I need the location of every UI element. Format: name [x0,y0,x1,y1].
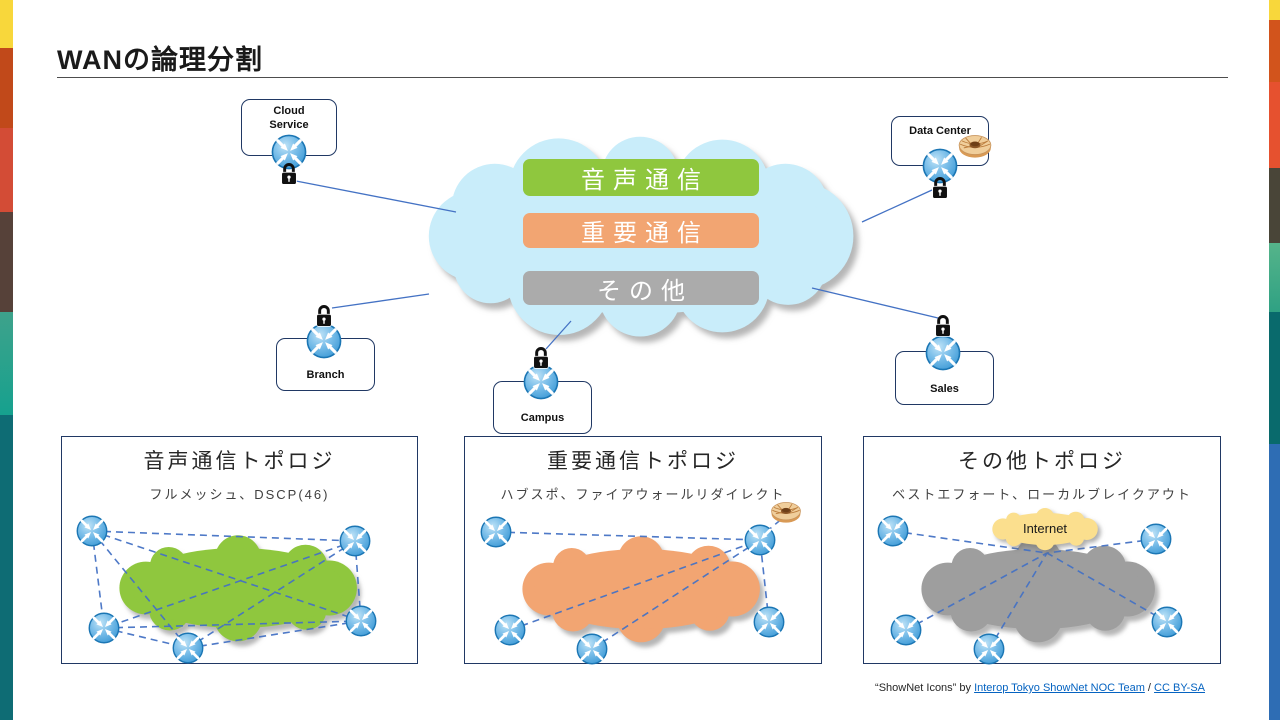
site-label: Data Center [909,125,971,137]
spoke-line [509,539,761,631]
traffic-bar-other: その他 [523,271,759,305]
router-icon [753,606,785,638]
lock-icon [934,314,952,338]
spoke-line [591,539,761,650]
router-icon [925,335,961,371]
router-icon [576,633,608,665]
breakout-line [905,552,1048,631]
topology-subtitle: ベストエフォート、ローカルブレイクアウト [892,487,1192,502]
breakout-line [892,530,1048,554]
other-cloud [921,536,1155,643]
router-icon [76,515,108,547]
mesh-line [103,540,356,629]
attribution-prefix: “ShowNet Icons” by [875,682,975,694]
site-label: Sales [930,383,959,396]
breakout-line [1046,538,1157,554]
internet-cloud [992,508,1098,551]
traffic-bar-important: 重要通信 [523,213,759,248]
router-icon [1140,523,1172,555]
title-divider [57,77,1228,78]
topology-title: その他トポロジ [958,450,1126,473]
router-icon [973,633,1005,665]
router-icon [345,605,377,637]
mesh-line [187,620,362,649]
router-icon [306,323,342,359]
topology-title: 音声通信トポロジ [143,450,336,473]
attribution: “ShowNet Icons” by Interop Tokyo ShowNet… [875,682,1205,694]
connector-line [861,189,933,223]
lock-icon [532,346,550,370]
router-icon [1151,606,1183,638]
donut-icon [771,502,801,524]
breakout-line [988,552,1048,650]
router-icon [744,524,776,556]
connector-line [331,293,430,309]
traffic-bar-voice: 音声通信 [523,159,759,196]
router-icon [494,614,526,646]
mesh-line [91,530,105,629]
breakout-lines [892,530,1168,650]
site-label: Branch [306,369,345,382]
spoke-line [495,531,761,541]
mesh-line [103,620,362,629]
topology-title: 重要通信トポロジ [547,450,739,473]
site-label: Campus [520,412,565,425]
voice-cloud [119,535,357,642]
router-icon [480,516,512,548]
router-icon [172,632,204,664]
voice-mesh-lines [91,530,362,649]
wan-connectors [295,180,939,350]
connector-line [295,180,457,213]
attribution-link-license[interactable]: CC BY-SA [1154,682,1205,694]
router-icon [877,515,909,547]
page-title: WANの論理分割 [57,45,263,75]
right-color-stripe [1269,0,1280,720]
site-label: Cloud Service [269,105,309,131]
router-icon [339,525,371,557]
router-icon [523,364,559,400]
attribution-link-noc-team[interactable]: Interop Tokyo ShowNet NOC Team [974,682,1145,694]
lock-icon [315,304,333,328]
topology-subtitle: フルメッシュ、DSCP(46) [149,487,330,502]
connector-line [545,320,572,350]
connector-line [811,287,939,319]
donut-icon [958,135,992,159]
mesh-line [187,540,356,649]
internet-label: Internet [1022,521,1068,536]
topology-subtitle: ハブスポ、ファイアウォールリダイレクト [500,487,786,502]
mesh-line [91,530,189,649]
attribution-separator: / [1144,682,1155,694]
router-icon [890,614,922,646]
important-cloud [522,536,760,643]
router-icon [88,612,120,644]
mesh-line [91,530,356,542]
left-color-stripe [0,0,13,720]
